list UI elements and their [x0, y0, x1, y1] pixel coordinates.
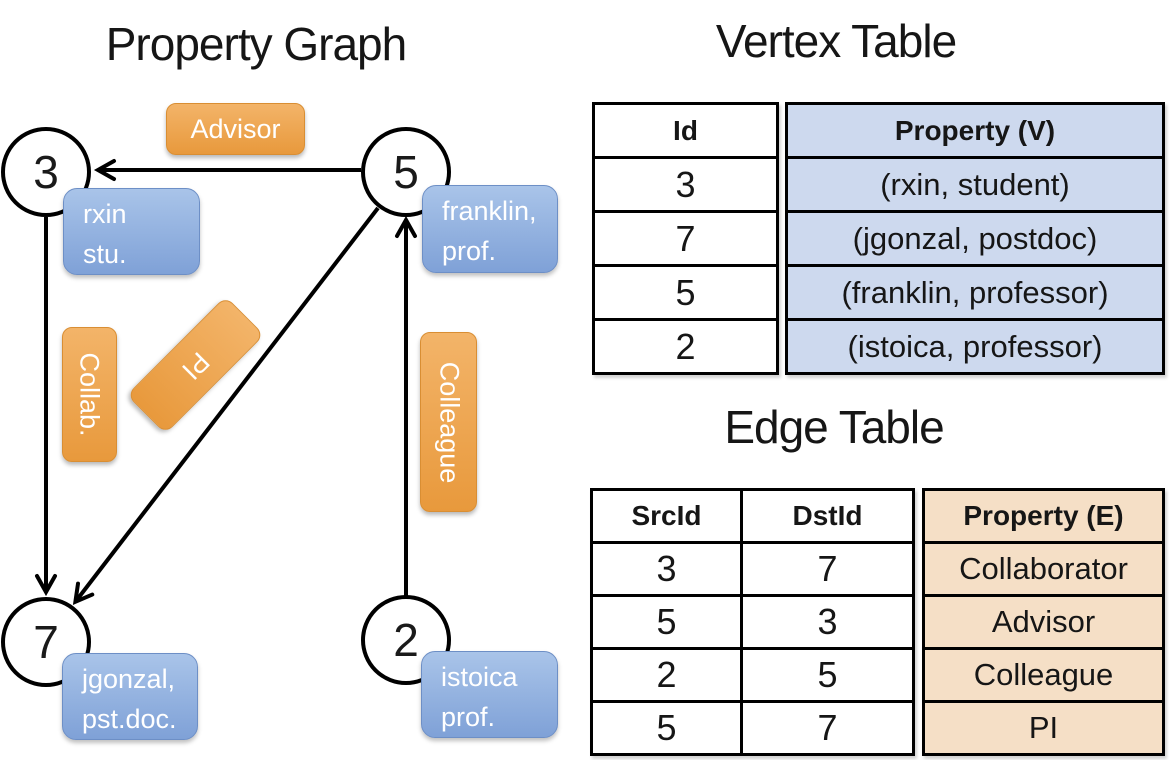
column-header-id: Id: [595, 105, 776, 159]
edge-label-advisor: Advisor: [166, 103, 305, 155]
edge-table-property-column: Property (E) Collaborator Advisor Collea…: [922, 488, 1165, 756]
vertex-id-cell: 3: [595, 159, 776, 213]
src-id-cell: 3: [593, 544, 743, 594]
column-header-property-v: Property (V): [788, 105, 1162, 159]
node-id-label: 3: [33, 146, 59, 198]
column-header-dstid: DstId: [792, 500, 863, 531]
column-header-property-e: Property (E): [925, 491, 1162, 544]
vertex-property-cell: (istoica, professor): [788, 321, 1162, 372]
vertex-table-id-column: Id 3 7 5 2: [592, 102, 779, 375]
graph-edges-canvas: [35, 159, 417, 606]
property-line: stu.: [83, 239, 127, 269]
property-line: prof.: [442, 236, 497, 266]
edge-table-header-row: SrcId DstId: [593, 491, 912, 544]
dst-id-cell: 5: [817, 654, 838, 695]
vertex-property-box-3: rxin stu.: [63, 188, 200, 275]
vertex-property-box-2: istoica prof.: [421, 651, 558, 738]
vertex-id-cell: 2: [675, 325, 696, 367]
node-id-label: 7: [33, 616, 59, 668]
vertex-property-cell: (franklin, professor): [788, 267, 1162, 321]
vertex-property-box-5: franklin, prof.: [422, 185, 558, 273]
property-line: istoica: [441, 662, 518, 692]
src-id-cell: 2: [593, 650, 743, 700]
property-line: rxin: [83, 199, 127, 229]
edge-label-text: Colleague: [434, 361, 464, 483]
graph-node-5: 5: [361, 127, 451, 217]
edge-label-text: Collab.: [75, 352, 106, 437]
dst-id-cell: 3: [817, 601, 838, 642]
property-line: prof.: [441, 702, 496, 732]
edge-table-row: 5 3: [593, 597, 912, 650]
edge-label-collab: Collab.: [62, 327, 117, 462]
vertex-property-box-7: jgonzal, pst.doc.: [62, 653, 198, 740]
vertex-table-title: Vertex Table: [715, 15, 957, 67]
edge-table-id-columns: SrcId DstId 3 7 5 3 2 5 5 7: [590, 488, 915, 756]
edge-label-text: PI: [176, 345, 216, 385]
edge-property-cell: Collaborator: [925, 544, 1162, 597]
property-line: jgonzal,: [82, 664, 176, 694]
property-line: franklin,: [442, 196, 537, 226]
src-id-cell: 5: [593, 703, 743, 753]
edge-table-title: Edge Table: [724, 401, 944, 453]
edge-label-text: Advisor: [190, 113, 281, 144]
edge-line-5-to-7: [72, 206, 380, 606]
edge-table-row: 5 7: [593, 703, 912, 753]
vertex-id-cell: 7: [595, 213, 776, 267]
property-line: pst.doc.: [82, 704, 177, 734]
vertex-table-property-column: Property (V) (rxin, student) (jgonzal, p…: [785, 102, 1165, 375]
node-id-label: 2: [393, 614, 419, 666]
column-header-srcid: SrcId: [593, 491, 743, 541]
vertex-property-cell: (rxin, student): [788, 159, 1162, 213]
dst-id-cell: 7: [817, 707, 838, 748]
property-graph-title: Property Graph: [105, 18, 407, 70]
node-id-label: 5: [393, 146, 419, 198]
graph-node-2: 2: [361, 595, 451, 685]
src-id-cell: 5: [593, 597, 743, 647]
edge-label-colleague: Colleague: [420, 332, 477, 512]
vertex-id-cell: 5: [595, 267, 776, 321]
edge-table-row: 3 7: [593, 544, 912, 597]
dst-id-cell: 7: [817, 548, 838, 589]
edge-table-row: 2 5: [593, 650, 912, 703]
edge-property-cell: PI: [925, 703, 1162, 753]
edge-property-cell: Advisor: [925, 597, 1162, 650]
edge-property-cell: Colleague: [925, 650, 1162, 703]
vertex-property-cell: (jgonzal, postdoc): [788, 213, 1162, 267]
